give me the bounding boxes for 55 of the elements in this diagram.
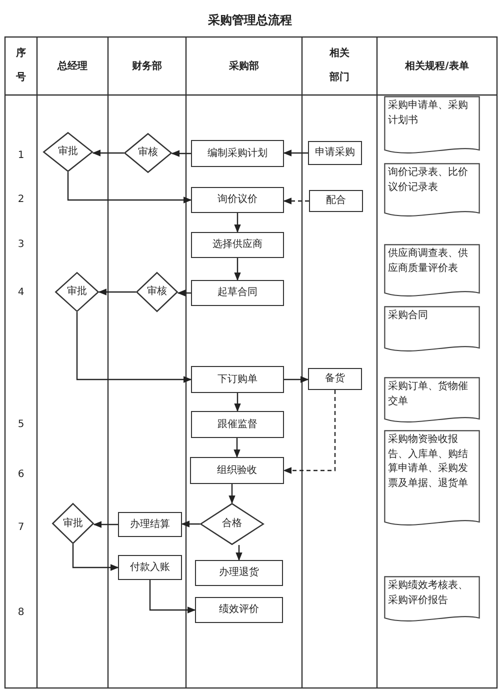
process-box: 付款入账 bbox=[118, 555, 182, 580]
arrow bbox=[234, 258, 241, 281]
process-box: 办理退货 bbox=[195, 560, 283, 586]
arrow bbox=[76, 312, 192, 383]
process-box: 起草合同 bbox=[191, 280, 284, 306]
arrow bbox=[149, 580, 196, 614]
row-number: 8 bbox=[18, 606, 24, 618]
process-box: 下订购单 bbox=[191, 366, 284, 393]
arrow bbox=[234, 393, 241, 412]
process-box: 选择供应商 bbox=[191, 232, 284, 258]
arrow bbox=[234, 438, 240, 458]
arrow bbox=[93, 521, 118, 528]
column-header: 财务部 bbox=[132, 60, 162, 73]
column-header: 序号 bbox=[15, 46, 27, 85]
arrow bbox=[284, 376, 309, 383]
arrow bbox=[171, 150, 191, 157]
process-box: 绩效评价 bbox=[195, 597, 283, 623]
arrow bbox=[92, 150, 124, 156]
process-box: 组织验收 bbox=[190, 457, 284, 484]
arrow bbox=[72, 544, 119, 571]
arrow bbox=[181, 520, 200, 528]
decision-diamond: 审批 bbox=[55, 272, 99, 312]
column-header: 总经理 bbox=[58, 60, 88, 73]
decision-diamond: 审核 bbox=[124, 133, 172, 173]
process-box: 跟催监督 bbox=[191, 411, 284, 438]
arrow bbox=[283, 150, 308, 156]
arrow bbox=[98, 288, 136, 296]
row-number: 3 bbox=[18, 238, 24, 250]
arrow bbox=[283, 390, 336, 474]
process-box: 备货 bbox=[308, 368, 362, 390]
row-number: 2 bbox=[18, 194, 24, 204]
decision-diamond: 审批 bbox=[52, 503, 94, 544]
process-box: 配合 bbox=[309, 190, 363, 212]
column-header: 相关部门 bbox=[328, 46, 350, 85]
process-box: 申请采购 bbox=[308, 141, 362, 165]
row-number: 1 bbox=[18, 150, 24, 160]
arrow bbox=[236, 545, 242, 561]
column-header: 采购部 bbox=[229, 60, 259, 73]
row-number: 5 bbox=[18, 418, 24, 430]
arrow bbox=[234, 213, 241, 233]
arrow bbox=[228, 484, 236, 504]
process-box: 办理结算 bbox=[118, 512, 182, 537]
row-number: 6 bbox=[18, 468, 24, 480]
arrow bbox=[67, 172, 192, 204]
decision-diamond: 审批 bbox=[43, 132, 93, 172]
chart-title: 采购管理总流程 bbox=[207, 12, 293, 29]
row-number: 4 bbox=[18, 286, 24, 298]
row-number: 7 bbox=[18, 522, 24, 532]
arrow bbox=[283, 198, 309, 204]
process-box: 编制采购计划 bbox=[191, 140, 284, 167]
column-header: 相关规程/表单 bbox=[405, 60, 469, 73]
process-box: 询价议价 bbox=[191, 187, 284, 213]
decision-diamond: 合格 bbox=[200, 503, 264, 545]
arrow bbox=[177, 290, 191, 296]
decision-diamond: 审核 bbox=[136, 272, 178, 312]
